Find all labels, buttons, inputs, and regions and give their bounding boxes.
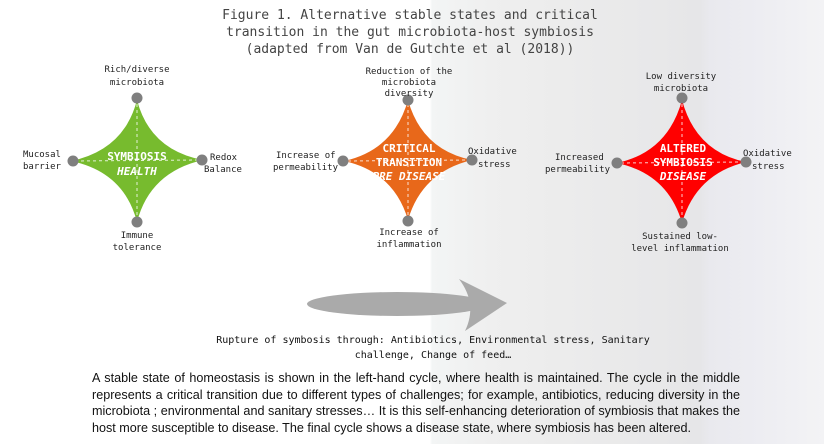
title-line: transition in the gut microbiota-host sy… bbox=[226, 25, 594, 40]
figure-title: Figure 1. Alternative stable states and … bbox=[222, 8, 598, 57]
label-right: Redox bbox=[210, 153, 238, 163]
state-disease: ALTERED SYMBIOSIS DISEASE Low diversity … bbox=[545, 72, 792, 254]
label-bottom: Increase of bbox=[379, 228, 439, 238]
label-left: Increased bbox=[555, 153, 604, 163]
label-bottom: Sustained low- bbox=[642, 232, 718, 242]
caption-line: challenge, Change of feed… bbox=[355, 350, 512, 361]
figure-diagram: Figure 1. Alternative stable states and … bbox=[23, 8, 792, 361]
description-paragraph: A stable state of homeostasis is shown i… bbox=[92, 371, 740, 436]
label-right: stress bbox=[752, 162, 785, 172]
state-name: CRITICAL bbox=[383, 142, 436, 155]
label-top: diversity bbox=[385, 89, 434, 99]
title-line: (adapted from Van de Gutchte et al (2018… bbox=[246, 42, 575, 57]
state-transition: CRITICAL TRANSITION PRE DISEASE Reductio… bbox=[273, 67, 517, 250]
state-name: PRE DISEASE bbox=[373, 170, 446, 183]
label-top: Low diversity bbox=[646, 72, 717, 82]
label-top: microbiota bbox=[654, 84, 708, 94]
state-health: SYMBIOSIS HEALTH Rich/diverse microbiota… bbox=[23, 65, 242, 253]
label-bottom: inflammation bbox=[376, 240, 441, 250]
label-bottom: Immune bbox=[121, 231, 154, 241]
rupture-caption: Rupture of symbosis through: Antibiotics… bbox=[216, 335, 649, 361]
state-name: TRANSITION bbox=[376, 156, 442, 169]
state-name: SYMBIOSIS bbox=[107, 150, 167, 163]
label-right: stress bbox=[478, 160, 511, 170]
node-bottom bbox=[402, 215, 414, 227]
node-left bbox=[337, 155, 349, 167]
label-left: Increase of bbox=[276, 151, 336, 161]
state-name: SYMBIOSIS bbox=[653, 156, 713, 169]
label-top: Rich/diverse bbox=[104, 65, 169, 75]
node-right bbox=[466, 154, 478, 166]
state-name: HEALTH bbox=[116, 165, 157, 178]
node-top bbox=[131, 92, 143, 104]
node-left bbox=[611, 157, 623, 169]
node-left bbox=[67, 155, 79, 167]
state-name: ALTERED bbox=[660, 142, 707, 155]
label-left: Mucosal bbox=[23, 150, 61, 160]
node-right bbox=[196, 154, 208, 166]
label-top: microbiota bbox=[382, 78, 436, 88]
label-right: Oxidative bbox=[468, 147, 517, 157]
transition-arrow bbox=[307, 279, 507, 331]
label-left: permeability bbox=[545, 165, 611, 175]
node-right bbox=[740, 156, 752, 168]
disease-star-shape bbox=[617, 100, 746, 223]
label-bottom: level inflammation bbox=[631, 244, 729, 254]
caption-line: Rupture of symbosis through: Antibiotics… bbox=[216, 335, 649, 346]
label-right: Balance bbox=[204, 165, 242, 175]
state-name: DISEASE bbox=[659, 170, 707, 183]
node-bottom bbox=[676, 217, 688, 229]
label-top: microbiota bbox=[110, 78, 164, 88]
label-left: barrier bbox=[23, 162, 62, 172]
label-top: Reduction of the bbox=[366, 67, 453, 77]
node-top bbox=[402, 94, 414, 106]
title-line: Figure 1. Alternative stable states and … bbox=[222, 8, 598, 23]
label-right: Oxidative bbox=[743, 149, 792, 159]
label-left: permeability bbox=[273, 163, 339, 173]
node-top bbox=[676, 92, 688, 104]
label-bottom: tolerance bbox=[113, 243, 162, 253]
node-bottom bbox=[131, 216, 143, 228]
